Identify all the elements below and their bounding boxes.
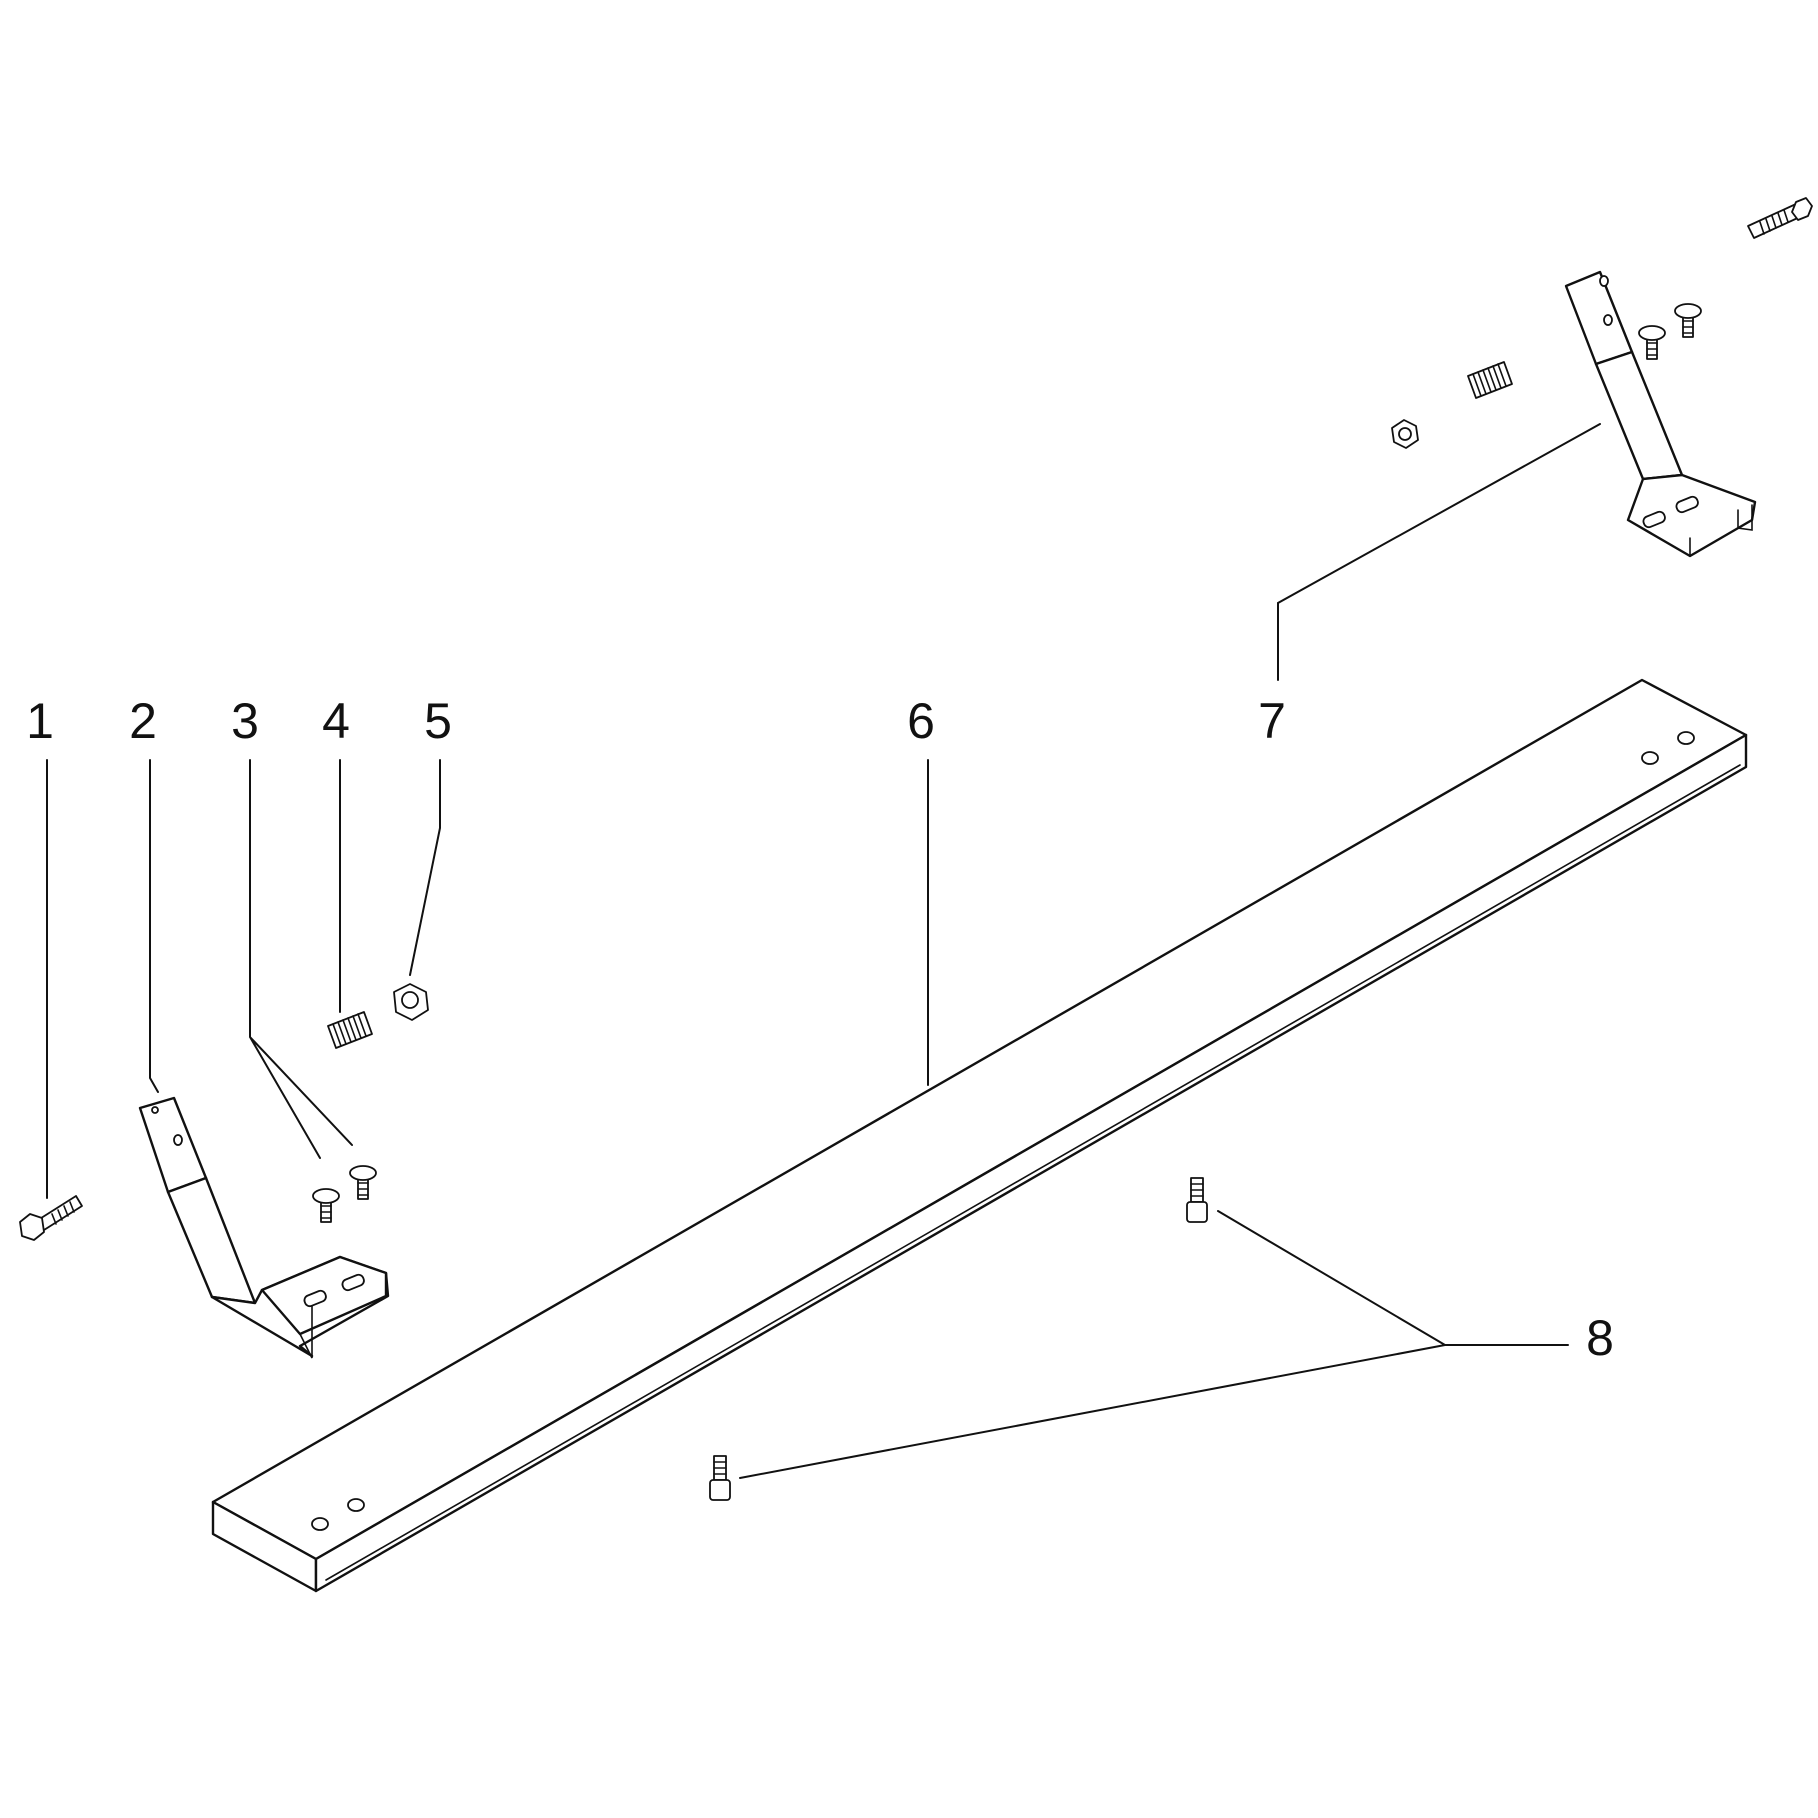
- screw-3b-head: [349, 1165, 377, 1181]
- callout-1: 1: [26, 693, 54, 749]
- screw-3b: [349, 1165, 377, 1200]
- bracket-left-slot-1: [303, 1289, 327, 1308]
- bracket-right-upright-hole: [1599, 275, 1609, 287]
- bracket-right-slot-1: [1642, 510, 1666, 529]
- bar-hole-left-1: [311, 1517, 329, 1531]
- bar-hole-left-2: [347, 1498, 365, 1512]
- bracket-part-2-left: [138, 1096, 390, 1359]
- screw-3a-thread: [320, 1205, 332, 1219]
- screws-part-3: [312, 303, 1702, 1223]
- bracket-part-7-right: [1564, 270, 1757, 558]
- bar-side-face: [314, 733, 1748, 1593]
- nut-left: [393, 983, 429, 1021]
- screw-3a-head: [312, 1188, 340, 1204]
- leader-7: [1277, 423, 1601, 681]
- cap-screw-upper-thread: [1190, 1183, 1204, 1197]
- nuts-part-5: [393, 419, 1419, 1021]
- callout-8: 8: [1586, 1310, 1614, 1366]
- spring-left: [327, 1011, 373, 1049]
- screw-right-b-thread: [1682, 320, 1694, 334]
- bracket-right-slot-2: [1675, 495, 1699, 514]
- leader-5: [409, 759, 441, 976]
- spring-right: [1467, 361, 1513, 399]
- bracket-left-upright: [138, 1096, 208, 1194]
- spring-left-coils: [332, 1013, 367, 1047]
- screw-3b-thread: [357, 1182, 369, 1196]
- leader-2: [149, 759, 159, 1093]
- bracket-right-upright: [1564, 270, 1634, 366]
- callout-7: 7: [1258, 693, 1286, 749]
- bolt-1-thread: [51, 1201, 75, 1225]
- bracket-left-notch: [151, 1106, 159, 1114]
- bracket-right-lip: [1737, 504, 1753, 531]
- screw-right-a-head: [1638, 325, 1666, 341]
- bolt-right-thread: [1759, 209, 1789, 235]
- bolt-1-head: [19, 1213, 45, 1241]
- nut-right-bore: [1398, 427, 1412, 441]
- cap-screws-part-8: [709, 1177, 1208, 1501]
- bracket-left-lip: [299, 1299, 313, 1359]
- cap-screw-lower-thread: [713, 1461, 727, 1475]
- leader-lines: [46, 423, 1601, 1479]
- cap-screw-lower: [709, 1455, 731, 1501]
- callout-5: 5: [424, 693, 452, 749]
- callout-4: 4: [322, 693, 350, 749]
- cap-screw-lower-head: [709, 1479, 731, 1501]
- leader-8: [739, 1210, 1569, 1479]
- bracket-right-incline: [1594, 350, 1684, 481]
- callout-2: 2: [129, 693, 157, 749]
- leader-3: [249, 759, 353, 1159]
- screw-right-b: [1674, 303, 1702, 338]
- cap-screw-upper: [1186, 1177, 1208, 1223]
- hex-bolt-part-1: [19, 1195, 83, 1241]
- hex-bolt-right: [1747, 197, 1813, 239]
- spring-right-coils: [1472, 363, 1507, 397]
- bar-lower-edge-line: [325, 764, 1741, 1581]
- screw-right-b-head: [1674, 303, 1702, 319]
- callout-3: 3: [231, 693, 259, 749]
- screw-3a: [312, 1188, 340, 1223]
- bracket-right-upright-hole-2: [1603, 314, 1613, 326]
- bolt-right-head: [1791, 197, 1813, 221]
- bar-hole-right-1: [1641, 751, 1659, 765]
- callout-6: 6: [907, 693, 935, 749]
- cap-screw-upper-head: [1186, 1201, 1208, 1223]
- nut-right: [1391, 419, 1419, 449]
- springs-part-4: [327, 361, 1513, 1049]
- bracket-left-upright-hole: [173, 1134, 183, 1146]
- bar-top-face: [211, 678, 1748, 1561]
- bracket-left-incline: [166, 1176, 257, 1305]
- bracket-left-slot-2: [341, 1273, 365, 1292]
- screw-right-a-thread: [1646, 342, 1658, 356]
- flat-bar-part-6: [211, 678, 1748, 1593]
- bar-hole-right-2: [1677, 731, 1695, 745]
- nut-left-bore: [401, 991, 419, 1009]
- screw-right-a: [1638, 325, 1666, 360]
